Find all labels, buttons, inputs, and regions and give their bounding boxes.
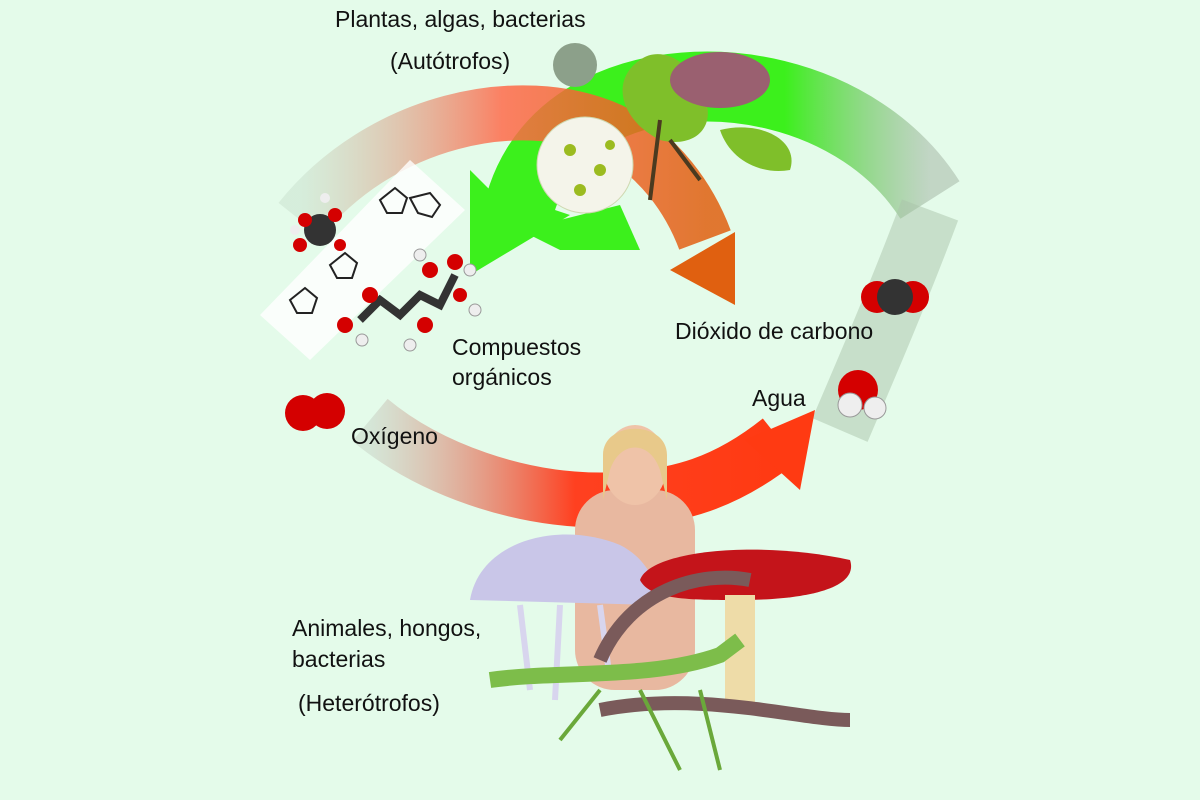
animals-fungi-image	[470, 425, 852, 771]
heterotrophs-subtitle: (Heterótrofos)	[298, 690, 440, 716]
oxygen-molecule-icon	[285, 393, 345, 431]
co2-molecule-icon	[861, 279, 929, 315]
organic-compounds-label-line1: Compuestos	[452, 334, 582, 360]
autotrophs-title: Plantas, algas, bacterias	[335, 6, 586, 32]
water-molecule-icon	[837, 370, 887, 420]
co2-label: Dióxido de carbono	[675, 318, 874, 344]
organic-molecule-image	[260, 160, 482, 360]
organic-compounds-label-line2: orgánicos	[452, 364, 552, 390]
water-label: Agua	[752, 385, 806, 411]
plants-algae-image	[536, 43, 792, 214]
autotrophs-subtitle: (Autótrofos)	[390, 48, 511, 74]
heterotrophs-title-line1: Animales, hongos,	[292, 615, 482, 641]
heterotrophs-title-line2: bacterias	[292, 646, 386, 672]
oxygen-label: Oxígeno	[351, 423, 438, 449]
